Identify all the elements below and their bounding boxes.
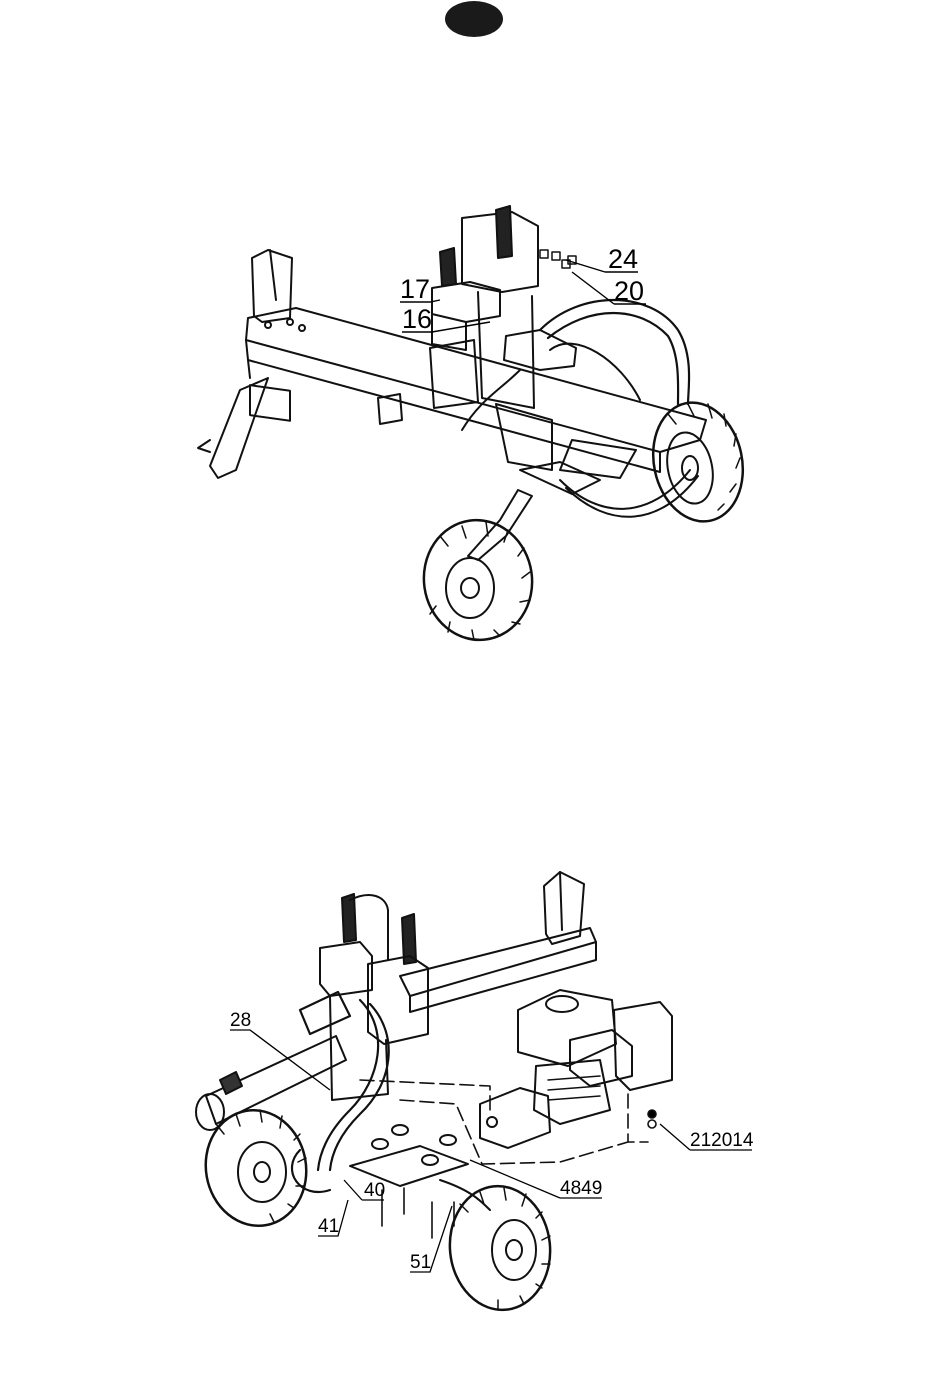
bottom-assembly-diagram xyxy=(196,872,672,1315)
bottom-mount-plate xyxy=(350,1125,468,1186)
top-main-beam xyxy=(246,308,706,472)
callout-20: 20 xyxy=(614,276,644,306)
top-wheel-front xyxy=(416,513,540,647)
callout-4849: 4849 xyxy=(560,1178,602,1199)
callout-40: 40 xyxy=(364,1180,385,1201)
bottom-engine xyxy=(518,990,672,1124)
bottom-control-handles xyxy=(342,894,416,964)
callout-24: 24 xyxy=(608,244,638,274)
callout-51: 51 xyxy=(410,1252,431,1273)
callout-28: 28 xyxy=(230,1010,251,1031)
callout-17: 17 xyxy=(400,274,430,304)
top-assembly-diagram xyxy=(198,206,754,647)
callout-41: 41 xyxy=(318,1216,339,1237)
bottom-wedge-post xyxy=(544,872,584,944)
page-number-marker xyxy=(445,1,503,37)
top-stand-leg xyxy=(198,378,268,478)
top-wedge-post xyxy=(252,250,292,322)
top-hydraulic-fittings xyxy=(462,330,640,430)
bottom-wheel-right xyxy=(444,1181,556,1315)
top-bolts xyxy=(540,250,576,268)
callout-212014: 212014 xyxy=(690,1130,754,1151)
top-hose-loop xyxy=(540,300,689,404)
bottom-cylinder xyxy=(196,1036,346,1130)
top-control-handles xyxy=(440,206,512,286)
bottom-bolts xyxy=(382,1110,656,1238)
bottom-leader-lines xyxy=(230,1030,752,1272)
bottom-axle-arm xyxy=(440,1180,490,1210)
callout-16: 16 xyxy=(402,304,432,334)
